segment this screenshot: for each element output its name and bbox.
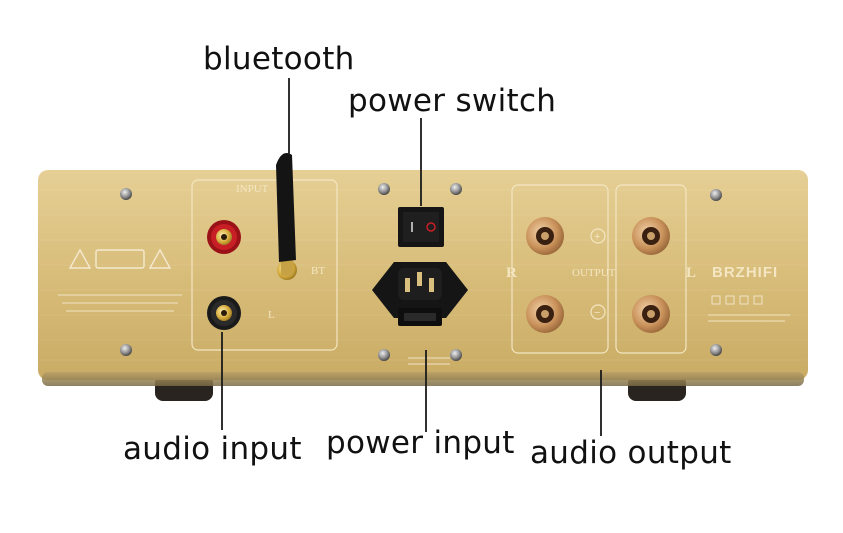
input-section-label: INPUT (236, 183, 269, 195)
bluetooth-callout: bluetooth (203, 41, 355, 77)
output-section-right-outline (511, 184, 609, 354)
screw (378, 349, 390, 361)
power-switch[interactable] (398, 207, 444, 247)
voltage-label (408, 357, 450, 365)
panel-bottom-edge (42, 372, 804, 386)
minus-marker: − (594, 307, 600, 319)
output-r-marker: R (506, 265, 517, 281)
bt-label: BT (311, 265, 325, 277)
power-inlet[interactable] (372, 262, 468, 326)
brand-logo: BRZHIFI (712, 264, 778, 281)
screw (120, 188, 132, 200)
minus-marker-ring (590, 304, 606, 320)
screw (378, 183, 390, 195)
plus-marker-ring (590, 228, 606, 244)
power-switch-callout: power switch (348, 83, 557, 119)
screw (450, 183, 462, 195)
rca-input-left[interactable] (207, 296, 241, 330)
input-section-outline (191, 179, 338, 351)
audio-input-callout: audio input (123, 431, 302, 467)
bluetooth-antenna[interactable] (276, 152, 297, 280)
output-section-left-outline (615, 184, 687, 354)
screw (710, 189, 722, 201)
speaker-terminal-right-plus[interactable] (526, 217, 564, 255)
audio-output-callout: audio output (530, 435, 732, 471)
speaker-terminal-left-plus[interactable] (632, 217, 670, 255)
callout-lines (221, 78, 602, 436)
output-label: OUTPUT (572, 267, 616, 279)
certification-marks (708, 295, 790, 322)
screw (450, 349, 462, 361)
screw (120, 344, 132, 356)
plus-marker: + (594, 231, 600, 243)
power-input-callout: power input (326, 425, 515, 461)
warning-text (58, 294, 182, 312)
screw (710, 344, 722, 356)
input-l-label: L (268, 309, 275, 321)
warning-triangles (68, 248, 172, 269)
output-l-marker: L (686, 265, 696, 281)
speaker-terminal-right-minus[interactable] (526, 295, 564, 333)
rca-input-right[interactable] (207, 220, 241, 254)
speaker-terminal-left-minus[interactable] (632, 295, 670, 333)
